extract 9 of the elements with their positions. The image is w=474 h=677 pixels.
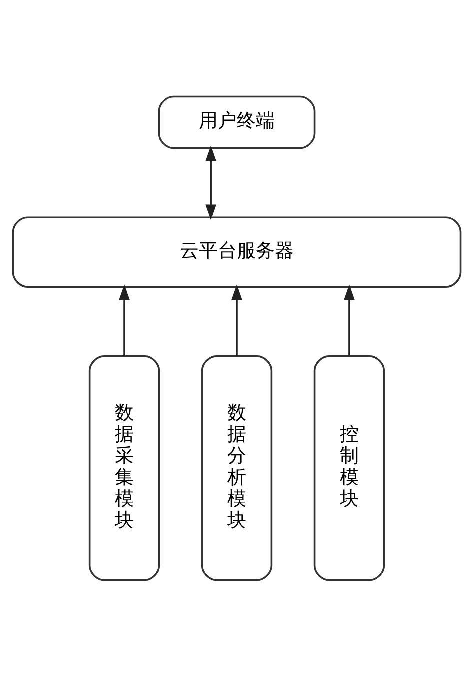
node-box: 用户终端 — [158, 96, 316, 150]
node-box: 云平台服务器 — [12, 216, 462, 288]
arrow — [232, 284, 242, 356]
arrow — [206, 146, 217, 220]
arrow — [344, 284, 355, 356]
node-box: 控制模块 — [314, 356, 386, 582]
node-box: 数据分析模块 — [201, 356, 273, 582]
node-box: 数据采集模块 — [88, 356, 160, 582]
arrow — [119, 284, 130, 356]
